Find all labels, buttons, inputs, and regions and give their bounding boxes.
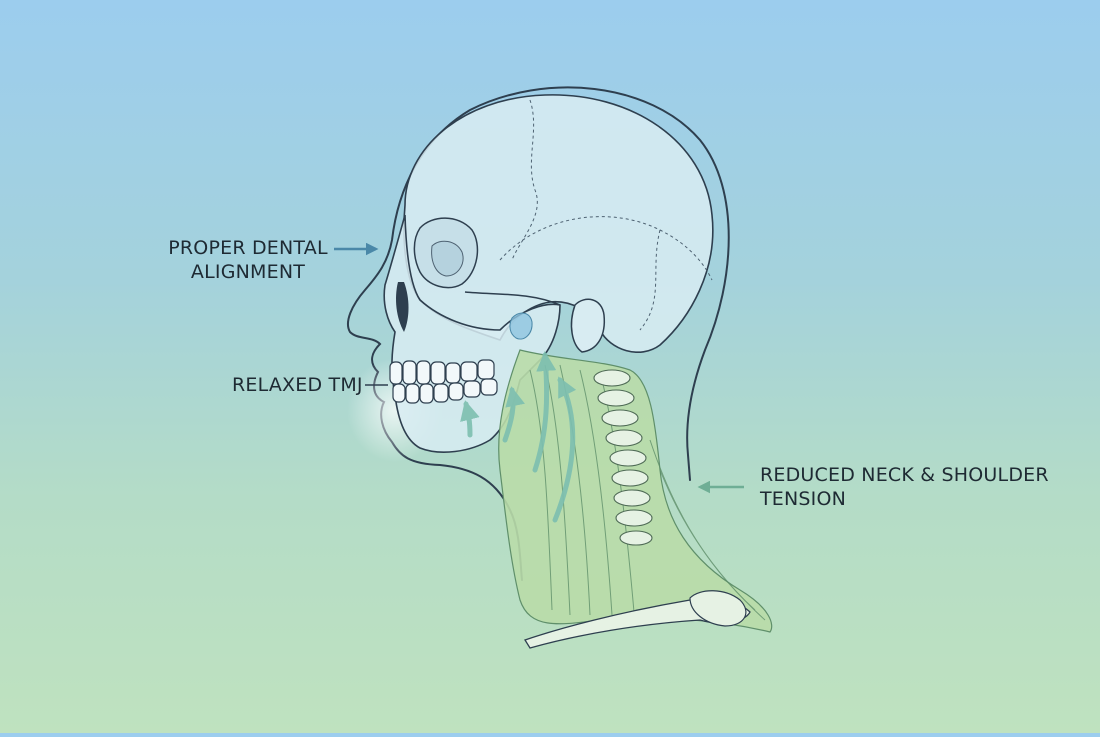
ear bbox=[571, 299, 604, 352]
label-proper-dental-alignment: PROPER DENTAL ALIGNMENT bbox=[166, 236, 330, 284]
label-neck-line-1: REDUCED NECK & SHOULDER bbox=[760, 463, 1049, 487]
label-reduced-neck-tension: REDUCED NECK & SHOULDER TENSION bbox=[760, 463, 1049, 511]
label-relaxed-tmj: RELAXED TMJ bbox=[232, 373, 363, 397]
tmj-highlight bbox=[510, 313, 532, 339]
label-dental-line-2: ALIGNMENT bbox=[166, 260, 330, 284]
label-neck-line-2: TENSION bbox=[760, 487, 1049, 511]
label-dental-line-1: PROPER DENTAL bbox=[166, 236, 330, 260]
